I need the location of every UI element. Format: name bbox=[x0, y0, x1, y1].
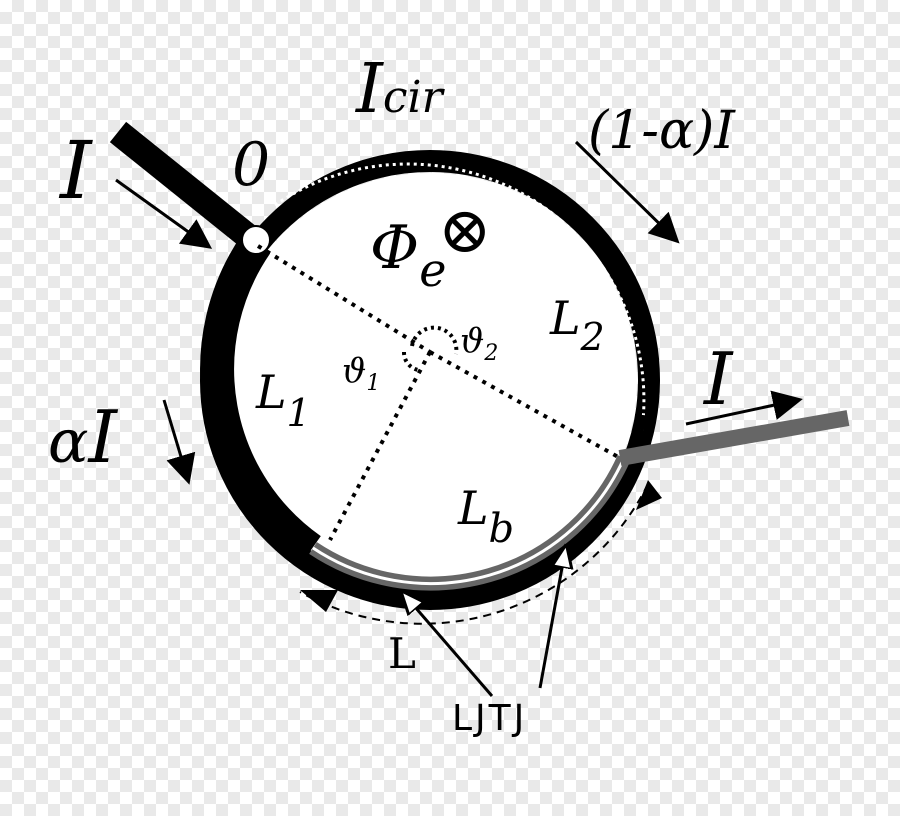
length-arc-arrow-right-icon bbox=[636, 480, 662, 510]
input-lead bbox=[109, 121, 259, 249]
radius-to-input bbox=[256, 244, 432, 354]
ljtj-pointer-right-icon bbox=[538, 546, 566, 689]
angle-arc-theta2 bbox=[410, 325, 459, 355]
angle-arc-theta1 bbox=[401, 351, 419, 372]
left-branch-current-label: αI bbox=[48, 395, 119, 479]
right-branch-arrow-icon bbox=[574, 140, 680, 244]
theta1-label: ϑ1 bbox=[342, 351, 380, 396]
length-label: L bbox=[388, 629, 416, 678]
length-arc-arrow-left-icon bbox=[300, 590, 338, 612]
input-node bbox=[241, 225, 271, 255]
radius-to-output bbox=[429, 350, 621, 460]
ring-left-thick-segment bbox=[200, 234, 321, 564]
flux-direction-icon: ⊗ bbox=[438, 194, 492, 268]
l1-label: L1 bbox=[255, 365, 311, 435]
l2-label: L2 bbox=[549, 291, 605, 359]
length-arc bbox=[299, 483, 649, 625]
theta2-label: ϑ2 bbox=[460, 321, 498, 366]
output-current-label: I bbox=[702, 337, 734, 421]
right-branch-current-label: (1-α)I bbox=[588, 101, 736, 161]
external-flux-label: Φe bbox=[370, 213, 446, 297]
input-current-label: I bbox=[58, 124, 93, 217]
ring-interior bbox=[223, 173, 637, 587]
left-branch-arrow-icon bbox=[162, 399, 196, 485]
output-lead bbox=[618, 410, 850, 466]
lb-label: Lb bbox=[457, 481, 514, 552]
junction-label: LJTJ bbox=[452, 698, 527, 739]
ljtj-pointer-left-icon bbox=[402, 592, 494, 697]
node-label: 0 bbox=[232, 130, 270, 200]
circulating-current-label: Icir bbox=[354, 50, 446, 129]
output-current-arrow-icon bbox=[685, 390, 803, 426]
ljtj-strip-highlight bbox=[312, 457, 626, 585]
input-current-arrow-icon bbox=[115, 178, 213, 249]
